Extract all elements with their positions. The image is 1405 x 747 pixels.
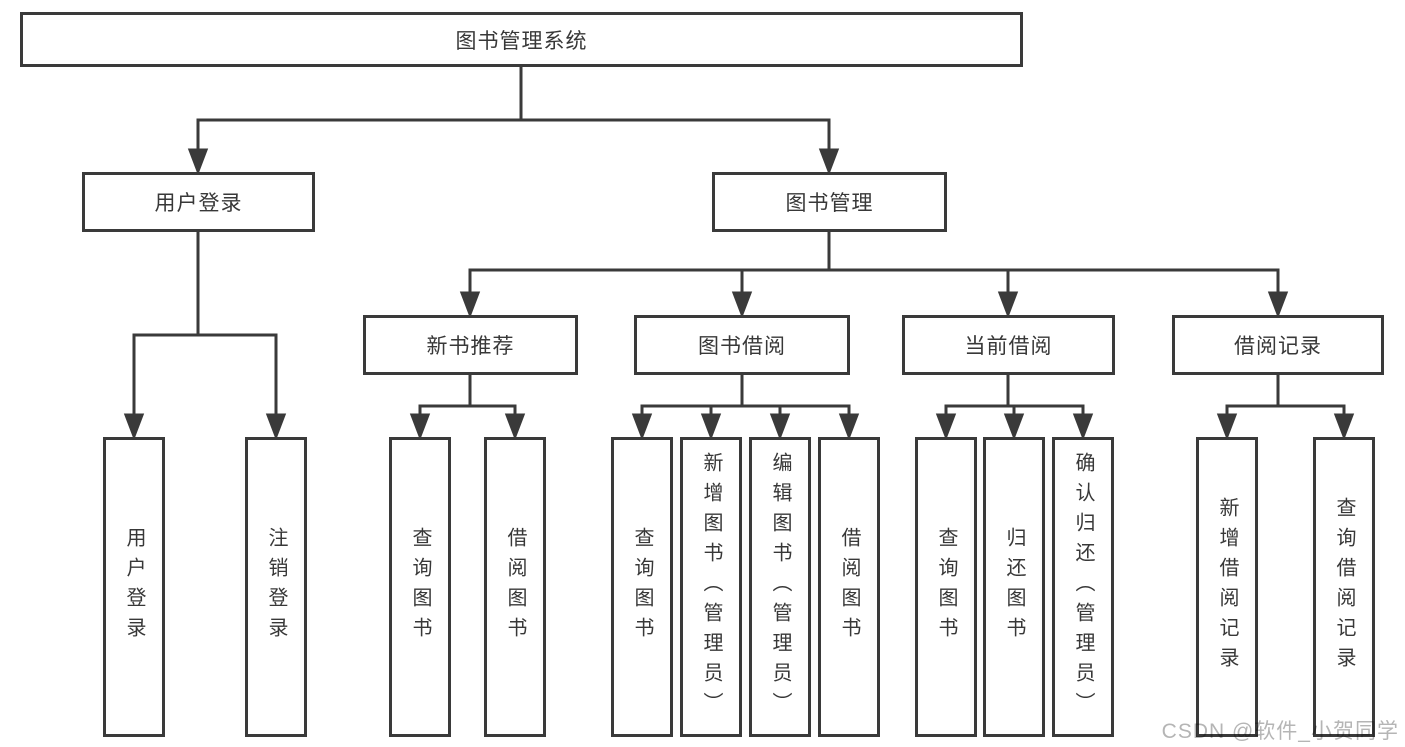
node-new-book-recommendation-label: 新书推荐 <box>426 335 515 358</box>
node-root: 图书管理系统 <box>20 12 1023 67</box>
leaf-borrow-books-label: 借阅图书 <box>838 527 860 647</box>
leaf-query-books-recommend-label: 查询图书 <box>409 527 431 647</box>
leaf-query-books-current-label: 查询图书 <box>935 527 957 647</box>
leaf-user-login: 用户登录 <box>103 437 165 737</box>
leaf-borrow-books-recommend-label: 借阅图书 <box>504 527 526 647</box>
node-book-borrowing-label: 图书借阅 <box>698 335 786 358</box>
connector-borrowrecords-to-leaves <box>1216 375 1355 441</box>
leaf-add-borrow-record: 新增借阅记录 <box>1196 437 1258 737</box>
node-current-borrowing: 当前借阅 <box>902 315 1115 375</box>
leaf-user-login-label: 用户登录 <box>123 527 145 647</box>
node-user-login-label: 用户登录 <box>154 192 243 215</box>
connector-bookborrow-to-leaves <box>631 375 860 441</box>
node-borrowing-records: 借阅记录 <box>1172 315 1384 375</box>
leaf-edit-book-admin: 编辑图书（管理员） <box>749 437 811 737</box>
node-book-management-label: 图书管理 <box>785 192 874 215</box>
leaf-borrow-books-recommend: 借阅图书 <box>484 437 546 737</box>
leaf-return-books: 归还图书 <box>983 437 1045 737</box>
connector-root-to-level2 <box>187 67 840 176</box>
leaf-query-books-borrow: 查询图书 <box>611 437 673 737</box>
leaf-add-borrow-record-label: 新增借阅记录 <box>1216 497 1238 677</box>
leaf-query-borrow-record: 查询借阅记录 <box>1313 437 1375 737</box>
connector-currentborrow-to-leaves <box>935 375 1094 441</box>
node-current-borrowing-label: 当前借阅 <box>964 335 1053 358</box>
node-new-book-recommendation: 新书推荐 <box>363 315 578 375</box>
leaf-borrow-books: 借阅图书 <box>818 437 880 737</box>
connector-bookmgmt-to-level3 <box>459 232 1289 319</box>
leaf-edit-book-admin-label: 编辑图书（管理员） <box>769 452 791 722</box>
leaf-confirm-return-admin: 确认归还（管理员） <box>1052 437 1114 737</box>
leaf-confirm-return-admin-label: 确认归还（管理员） <box>1072 452 1094 722</box>
leaf-return-books-label: 归还图书 <box>1003 527 1025 647</box>
node-book-management: 图书管理 <box>712 172 947 232</box>
connector-newbook-to-leaves <box>409 375 526 441</box>
leaf-add-book-admin: 新增图书（管理员） <box>680 437 742 737</box>
node-borrowing-records-label: 借阅记录 <box>1234 335 1322 358</box>
leaf-query-books-borrow-label: 查询图书 <box>631 527 653 647</box>
leaf-query-books-current: 查询图书 <box>915 437 977 737</box>
node-root-label: 图书管理系统 <box>455 29 588 53</box>
leaf-query-books-recommend: 查询图书 <box>389 437 451 737</box>
leaf-query-borrow-record-label: 查询借阅记录 <box>1333 497 1355 677</box>
connector-userlogin-to-leaves <box>123 232 287 441</box>
leaf-logout-label: 注销登录 <box>265 527 287 647</box>
leaf-add-book-admin-label: 新增图书（管理员） <box>700 452 722 722</box>
node-user-login: 用户登录 <box>82 172 315 232</box>
leaf-logout: 注销登录 <box>245 437 307 737</box>
node-book-borrowing: 图书借阅 <box>634 315 850 375</box>
